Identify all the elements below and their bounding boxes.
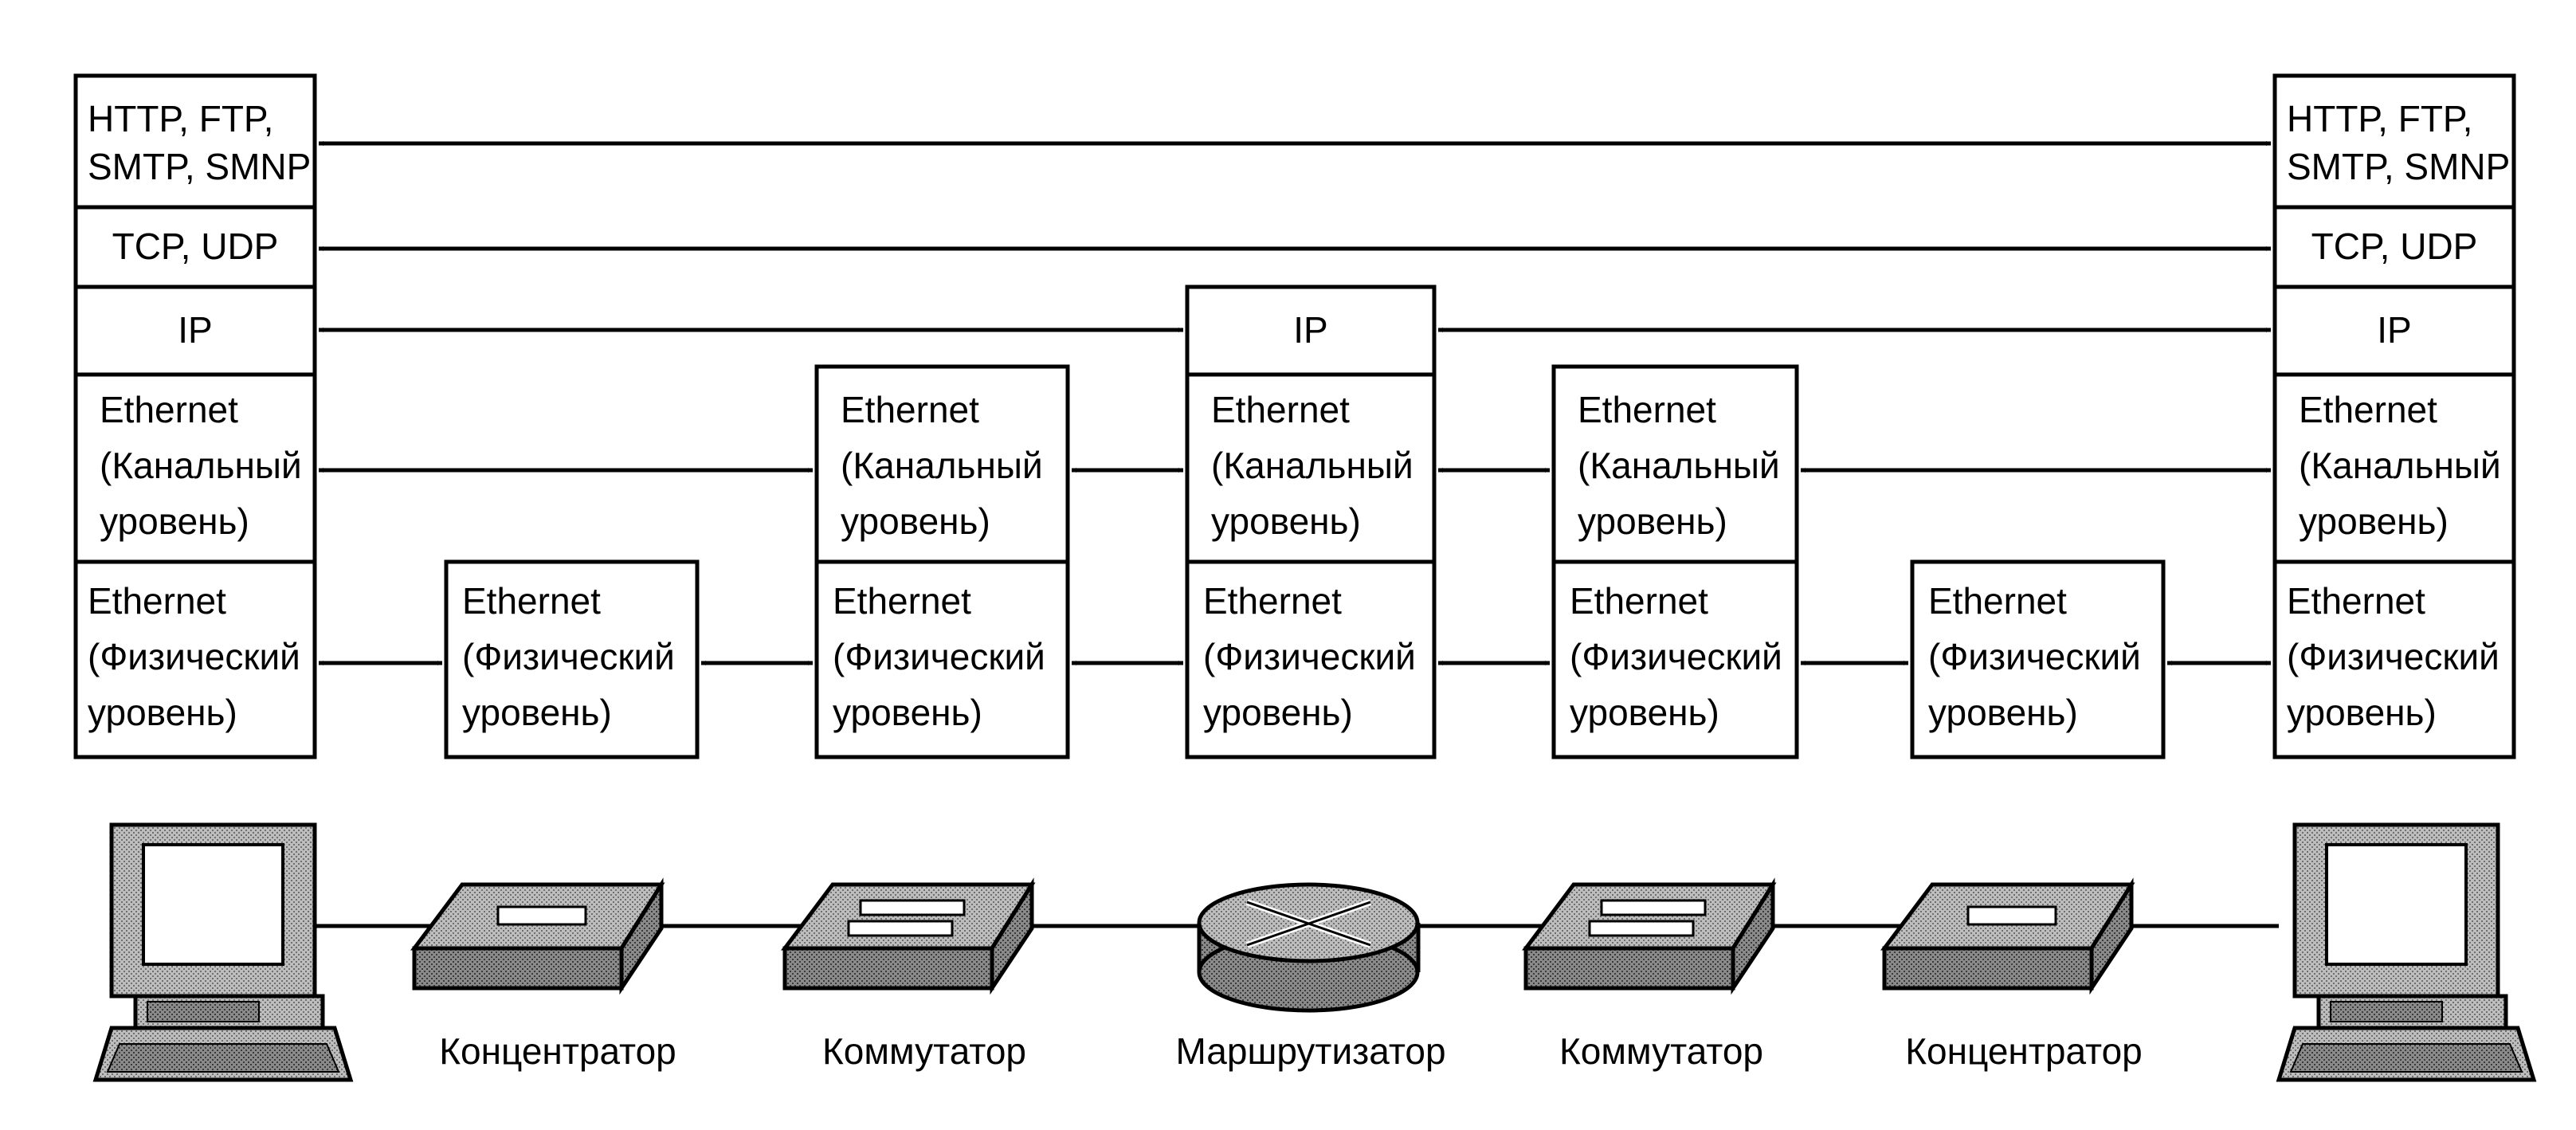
app-layer-line2: SMTP, SMNP bbox=[2287, 146, 2510, 187]
link-layer-line2: (Канальный bbox=[1211, 445, 1413, 486]
phys-layer-line2: (Физический bbox=[88, 636, 300, 677]
app-layer-line1: HTTP, FTP, bbox=[88, 98, 273, 139]
phys-layer-line3: уровень) bbox=[833, 692, 982, 733]
switch-icon bbox=[1522, 877, 1777, 995]
device-label-switch-left: Коммутатор bbox=[822, 1030, 1026, 1072]
switch-icon bbox=[781, 877, 1036, 995]
phys-layer-line1: Ethernet bbox=[2287, 580, 2425, 622]
link-layer-line1: Ethernet bbox=[1578, 389, 1716, 430]
device-label-hub-left: Концентратор bbox=[439, 1030, 676, 1072]
phys-layer-line3: уровень) bbox=[1570, 692, 1719, 733]
hub-icon bbox=[410, 877, 665, 995]
stack-host-left: HTTP, FTP, SMTP, SMNP TCP, UDP IP Ethern… bbox=[73, 73, 317, 759]
phys-layer-line2: (Физический bbox=[833, 636, 1045, 677]
transport-layer: TCP, UDP bbox=[112, 226, 279, 267]
phys-layer-line1: Ethernet bbox=[1928, 580, 2067, 622]
device-labels: Концентратор Коммутатор Маршрутизатор Ко… bbox=[439, 1030, 2143, 1072]
link-layer-line2: (Канальный bbox=[1578, 445, 1780, 486]
phys-layer-line2: (Физический bbox=[1928, 636, 2141, 677]
stack-host-right: HTTP, FTP, SMTP, SMNP TCP, UDP IP Ethern… bbox=[2272, 73, 2516, 759]
phys-layer-line2: (Физический bbox=[2287, 636, 2500, 677]
phys-layer-line2: (Физический bbox=[1570, 636, 1782, 677]
phys-layer-line3: уровень) bbox=[462, 692, 612, 733]
link-layer-line3: уровень) bbox=[100, 500, 249, 542]
router-icon bbox=[1197, 882, 1421, 1013]
app-layer-line1: HTTP, FTP, bbox=[2287, 98, 2472, 139]
hub-icon bbox=[1880, 877, 2135, 995]
link-layer-line1: Ethernet bbox=[2299, 389, 2437, 430]
network-layer: IP bbox=[1293, 309, 1327, 351]
device-label-hub-right: Концентратор bbox=[1905, 1030, 2143, 1072]
transport-layer: TCP, UDP bbox=[2311, 226, 2478, 267]
stack-hub-left: Ethernet (Физический уровень) bbox=[444, 559, 700, 759]
link-layer-line3: уровень) bbox=[841, 500, 990, 542]
phys-layer-line1: Ethernet bbox=[462, 580, 601, 622]
phys-layer-line3: уровень) bbox=[88, 692, 237, 733]
computer-icon bbox=[2276, 822, 2537, 1082]
link-layer-line1: Ethernet bbox=[1211, 389, 1350, 430]
phys-layer-line2: (Физический bbox=[1203, 636, 1416, 677]
device-label-router: Маршрутизатор bbox=[1175, 1030, 1445, 1072]
stack-hub-right: Ethernet (Физический уровень) bbox=[1910, 559, 2166, 759]
link-layer-line2: (Канальный bbox=[2299, 445, 2501, 486]
phys-layer-line2: (Физический bbox=[462, 636, 675, 677]
phys-layer-line1: Ethernet bbox=[1570, 580, 1708, 622]
stack-switch-left: Ethernet (Канальный уровень) Ethernet (Ф… bbox=[814, 364, 1070, 759]
app-layer-line2: SMTP, SMNP bbox=[88, 146, 311, 187]
network-layer: IP bbox=[2377, 309, 2411, 351]
stack-switch-right: Ethernet (Канальный уровень) Ethernet (Ф… bbox=[1551, 364, 1799, 759]
device-label-switch-right: Коммутатор bbox=[1559, 1030, 1763, 1072]
network-layer: IP bbox=[178, 309, 212, 351]
phys-layer-line1: Ethernet bbox=[833, 580, 971, 622]
link-layer-line2: (Канальный bbox=[841, 445, 1043, 486]
link-layer-line3: уровень) bbox=[2299, 500, 2449, 542]
phys-layer-line1: Ethernet bbox=[88, 580, 226, 622]
link-layer-line2: (Канальный bbox=[100, 445, 302, 486]
phys-layer-line3: уровень) bbox=[1928, 692, 2078, 733]
phys-layer-line1: Ethernet bbox=[1203, 580, 1342, 622]
phys-layer-line3: уровень) bbox=[2287, 692, 2437, 733]
link-layer-line1: Ethernet bbox=[841, 389, 979, 430]
peer-arrows bbox=[319, 141, 2271, 665]
link-layer-line1: Ethernet bbox=[100, 389, 238, 430]
computer-icon bbox=[92, 822, 354, 1082]
link-layer-line3: уровень) bbox=[1578, 500, 1727, 542]
phys-layer-line3: уровень) bbox=[1203, 692, 1353, 733]
link-layer-line3: уровень) bbox=[1211, 500, 1361, 542]
stack-router: IP Ethernet (Канальный уровень) Ethernet… bbox=[1185, 284, 1437, 759]
